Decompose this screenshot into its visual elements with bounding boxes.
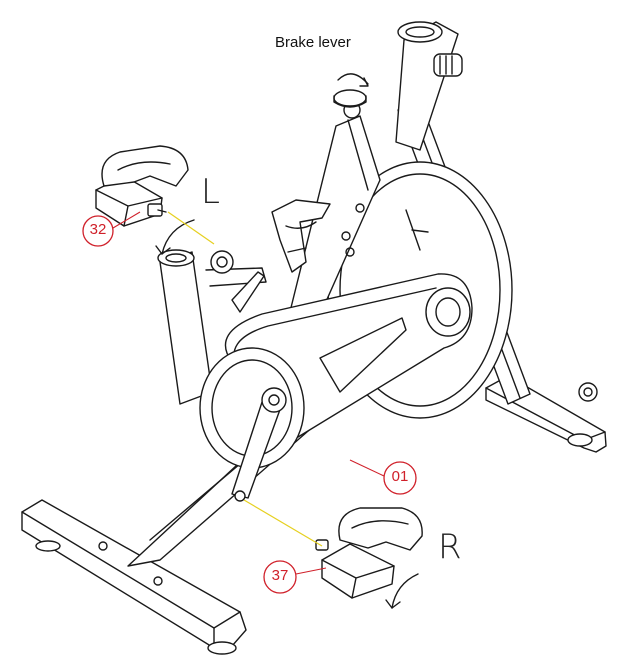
rotation-arrows [155, 219, 419, 609]
assembly-guides [167, 211, 323, 547]
rear-stabilizer [21, 499, 247, 655]
callout-circles [82, 215, 417, 594]
crank-arm [231, 387, 287, 502]
handlebar-post [395, 21, 463, 151]
part-number-32: 32 [89, 221, 107, 238]
callout-leaders [112, 211, 385, 575]
left-side-label: L [201, 172, 220, 212]
bottle-holder [271, 199, 331, 273]
right-side-label: R [438, 527, 462, 567]
brake-lever-label: Brake lever [275, 34, 351, 51]
brake-column [279, 73, 381, 361]
left-pedal [95, 145, 189, 227]
right-pedal [315, 507, 423, 599]
part-number-01: 01 [391, 468, 409, 485]
part-number-37: 37 [271, 567, 289, 584]
